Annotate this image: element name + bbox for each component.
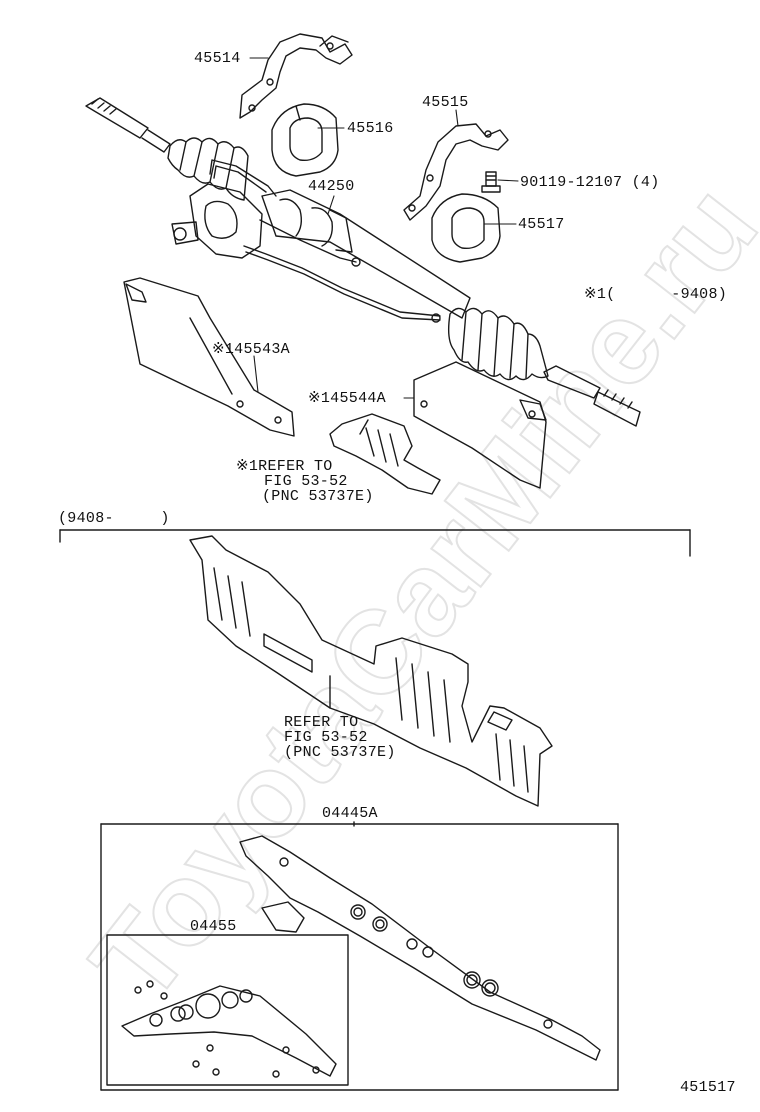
bolt-90119 (481, 171, 501, 193)
bushing-45516 (271, 103, 339, 177)
label-45517: 45517 (518, 216, 565, 233)
figure-number: 451517 (680, 1079, 736, 1096)
label-45514: 45514 (194, 50, 241, 67)
shield-45543a (123, 277, 295, 437)
label-04445a: 04445A (322, 805, 378, 822)
label-ref1-line2: FIG 53-52 (264, 473, 348, 490)
under-cover-lower (189, 535, 553, 807)
label-ref2-line3: (PNC 53737E) (284, 744, 396, 761)
label-ref2-line2: FIG 53-52 (284, 729, 368, 746)
label-44250: 44250 (308, 178, 355, 195)
bracket-45515 (403, 123, 509, 221)
label-ref1-line1: ※1REFER TO (236, 458, 333, 475)
label-ref2-line1: REFER TO (284, 714, 359, 731)
label-45515: 45515 (422, 94, 469, 111)
label-45543a: ※145543A (212, 341, 290, 358)
range-divider (59, 529, 691, 557)
leader-lines (249, 57, 519, 399)
label-45544a: ※145544A (308, 390, 386, 407)
bushing-45517 (431, 193, 501, 263)
label-90119-12107: 90119-12107 (4) (520, 174, 660, 191)
label-note1-range: ※1( -9408) (584, 286, 728, 303)
under-cover-upper (329, 413, 441, 495)
label-45516: 45516 (347, 120, 394, 137)
label-range2: (9408- ) (58, 510, 170, 527)
label-ref1-line3: (PNC 53737E) (262, 488, 374, 505)
steering-rack-44250 (85, 97, 641, 427)
bracket-45514 (239, 33, 353, 119)
label-04455: 04455 (190, 918, 237, 935)
kit-box-04445a (100, 821, 619, 1091)
shield-45544a (413, 361, 547, 489)
